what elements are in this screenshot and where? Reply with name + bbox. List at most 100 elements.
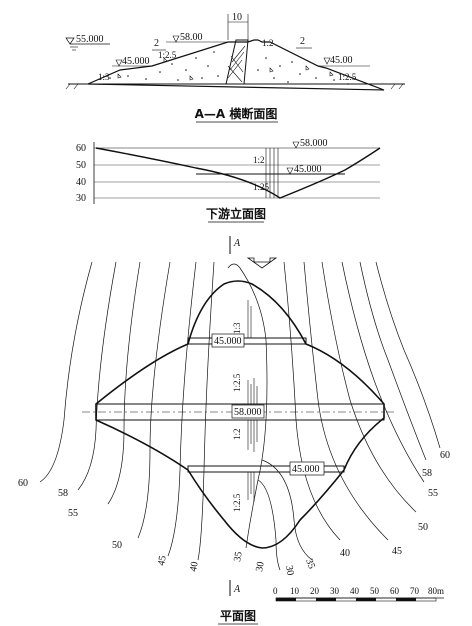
plan-crest-elev: 58.000 (234, 407, 262, 418)
contour-label-30-right: 30 (283, 565, 296, 577)
upstream-berm-elev-box (211, 333, 245, 348)
right-berm-elev: 45.00 (330, 55, 353, 66)
plan-berm-up-elev: 45.000 (214, 336, 242, 347)
elev-slope-upper: 1:2 (253, 155, 265, 165)
elev-top-label: 58.000 (300, 138, 328, 149)
scale-label-30: 30 (330, 586, 340, 596)
plan-slope-d: 1:2.5 (232, 493, 242, 512)
dam-plan-outline (95, 280, 385, 549)
scale-label-20: 20 (310, 586, 320, 596)
contour-label-30-left: 30 (254, 561, 267, 573)
plan-view: A A 58.000 (18, 236, 450, 625)
contour-label-50-right: 50 (418, 522, 428, 533)
elev-tick-40: 40 (76, 177, 86, 188)
contour-label-60-left: 60 (18, 478, 28, 489)
slope-up-upper: 1:2.5 (158, 50, 177, 60)
elev-mid-marker: 45.000 (286, 164, 322, 175)
right-berm: 45.00 2 1:2 1:2.5 (262, 36, 370, 82)
contour-40-left (197, 261, 215, 561)
elevation-title: 下游立面图 (206, 206, 266, 221)
section-mark-top-label: A (233, 238, 241, 249)
section-mark-bottom-label: A (233, 584, 241, 595)
crest-band (95, 403, 385, 421)
contour-40-right (283, 261, 341, 541)
plan-title: 平面图 (220, 609, 256, 623)
contour-35-right (261, 459, 313, 561)
elev-mid-label: 45.000 (294, 164, 322, 175)
plan-slope-c: 1:2 (232, 428, 242, 440)
plan-slope-a: 1:3 (232, 322, 242, 334)
contour-55-right (341, 261, 425, 483)
contour-lines (39, 261, 441, 571)
contour-label-35-right: 35 (303, 557, 317, 570)
contour-58-left (77, 261, 117, 491)
scale-label-50: 50 (370, 586, 380, 596)
contour-label-40-right: 40 (340, 548, 350, 559)
upstream-berm-band (187, 337, 307, 345)
plan-berm-dn-elev: 45.000 (292, 464, 320, 475)
contour-60-left (39, 261, 93, 483)
plan-slope-b: 1:2.5 (232, 373, 242, 392)
scale-label-70: 70 (410, 586, 420, 596)
left-berm-width: 2 (154, 38, 159, 49)
contour-45-right (303, 261, 389, 541)
elevation-view: 60 50 40 30 1:2 1:25 58.000 45.000 下游立面图 (76, 138, 381, 223)
crest-elev-box (231, 404, 265, 419)
crest-width-label: 10 (232, 12, 242, 23)
crest-width-dimension: 10 (227, 12, 249, 40)
contour-label-45-right: 45 (392, 546, 402, 557)
elev-top-marker: 58.000 (292, 138, 328, 149)
scale-label-10: 10 (290, 586, 300, 596)
core-hatch (227, 45, 246, 83)
stone-marks (117, 57, 334, 81)
slope-dn-lower: 1:2.5 (338, 72, 357, 82)
left-berm: 45.000 2 1:2.5 1:3 (98, 38, 177, 82)
contour-50-right (321, 261, 417, 513)
contour-label-50-left: 50 (112, 540, 122, 551)
scale-label-80m: 80m (428, 586, 444, 596)
elevation-center-marks (265, 148, 279, 198)
contour-60-right (375, 261, 441, 449)
left-berm-elev: 45.000 (122, 56, 150, 67)
elev-tick-50: 50 (76, 160, 86, 171)
contour-45-left (167, 261, 197, 557)
contour-label-45-left: 45 (156, 555, 169, 567)
elev-tick-60: 60 (76, 143, 86, 154)
elevation-axis: 60 50 40 30 (76, 142, 380, 204)
contour-label-58-left: 58 (58, 488, 68, 499)
water-level-label: 55.000 (76, 34, 104, 45)
rockfill-stipple (109, 51, 349, 85)
downstream-berm-band (187, 465, 345, 473)
elev-tick-30: 30 (76, 193, 86, 204)
slope-up-lower: 1:3 (98, 72, 110, 82)
water-level-marker: 55.000 (65, 34, 110, 51)
downstream-berm-elev-box (289, 461, 325, 476)
contour-label-60-right: 60 (440, 450, 450, 461)
scale-bar: 0 10 20 30 40 50 60 70 80m (273, 586, 444, 602)
scale-label-40: 40 (350, 586, 360, 596)
contour-30-mid (257, 479, 281, 571)
contour-58-right (359, 261, 427, 461)
valley-profile (95, 147, 381, 199)
contour-label-35-left: 35 (232, 551, 245, 563)
contour-label-40-left: 40 (188, 561, 201, 573)
scale-label-0: 0 (273, 586, 278, 596)
contour-label-58-right: 58 (422, 468, 432, 479)
crest-elev-marker: 58.00 (166, 32, 228, 43)
contour-label-55-right: 55 (428, 488, 438, 499)
contour-50-left (137, 261, 171, 539)
ground-hatch (65, 83, 404, 90)
contour-label-55-left: 55 (68, 508, 78, 519)
section-title: A—A 横断面图 (195, 106, 278, 121)
contour-55-left (107, 261, 141, 505)
cross-section-view: 55.000 10 58.00 45.000 2 1:2.5 1:3 (65, 12, 405, 123)
core-wall (225, 39, 249, 85)
crest-elev-label: 58.00 (180, 32, 203, 43)
slope-dn-upper: 1:2 (262, 38, 274, 48)
plan-slope-hatch (247, 300, 258, 502)
right-berm-width: 2 (300, 36, 305, 47)
scale-label-60: 60 (390, 586, 400, 596)
elev-slope-lower: 1:25 (253, 182, 270, 192)
flow-arrow-icon (246, 257, 278, 269)
